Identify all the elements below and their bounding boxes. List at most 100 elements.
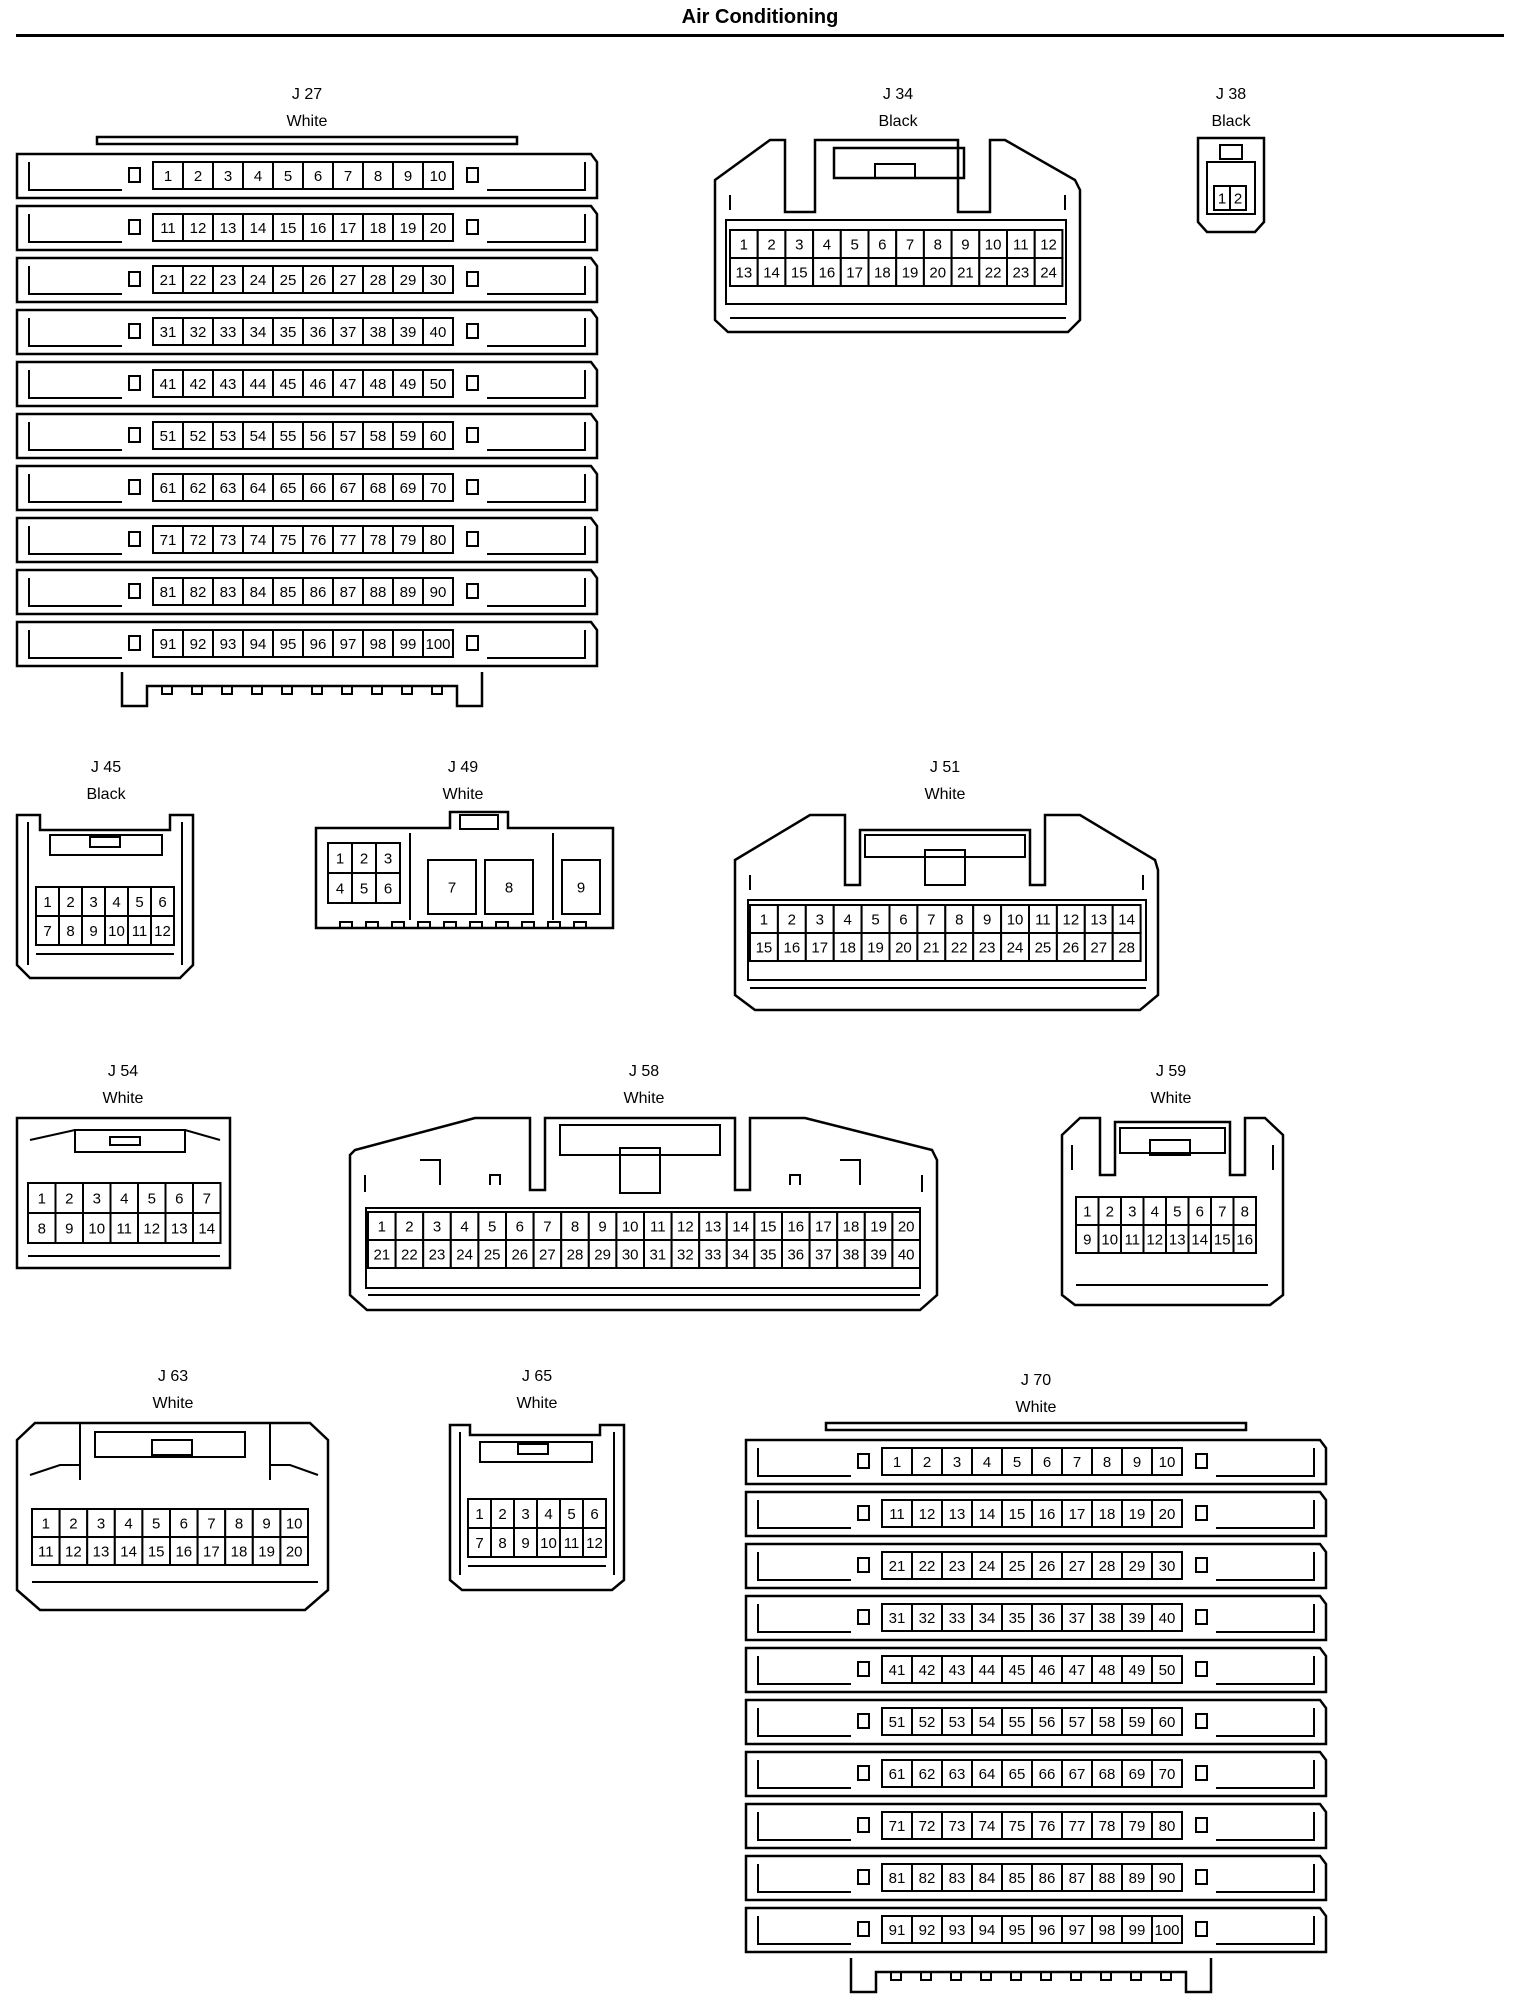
pin-number: 18 xyxy=(874,265,891,282)
lock-tab xyxy=(857,1453,870,1469)
pin-cell xyxy=(911,1811,943,1840)
pin-number: 75 xyxy=(1009,1818,1026,1835)
pin-number: 98 xyxy=(1099,1922,1116,1939)
tier-slot xyxy=(757,1864,851,1893)
housing-outline xyxy=(459,1432,615,1575)
pin-number: 9 xyxy=(89,923,97,940)
pin-cell xyxy=(58,1508,89,1538)
pin-cell xyxy=(182,161,214,190)
tier-slot xyxy=(757,1708,851,1737)
pin-cell xyxy=(776,904,807,934)
pin-number: 63 xyxy=(949,1766,966,1783)
pin-number: 76 xyxy=(310,532,327,549)
pin-number: 100 xyxy=(425,636,450,653)
pin-cell xyxy=(643,1239,673,1269)
pin-number: 14 xyxy=(120,1544,137,1561)
pin-number: 3 xyxy=(953,1454,961,1471)
connector-color-label: Black xyxy=(878,113,918,130)
pin-number: 6 xyxy=(516,1219,524,1236)
foot-tooth xyxy=(391,921,405,929)
connector-color-label: Black xyxy=(1211,113,1251,130)
pin-cell xyxy=(351,842,377,874)
pin-number: 21 xyxy=(373,1247,390,1264)
lock-tab xyxy=(128,375,141,391)
title-rule xyxy=(16,34,1504,37)
tier-slot xyxy=(487,422,586,451)
pin-cell xyxy=(141,1508,171,1538)
pin-cell xyxy=(911,1707,943,1736)
pin-number: 98 xyxy=(370,636,387,653)
pin-number: 3 xyxy=(224,168,232,185)
pin-number: 9 xyxy=(961,237,969,254)
pin-number: 54 xyxy=(250,428,267,445)
pin-cell xyxy=(302,473,334,502)
tier-slot xyxy=(757,1500,851,1529)
tier-slot xyxy=(1216,1812,1315,1841)
pin-number: 12 xyxy=(154,923,171,940)
pin-cell xyxy=(1151,1759,1183,1788)
connector-id-label: J 49 xyxy=(448,759,478,776)
pin-number: 72 xyxy=(919,1818,936,1835)
pin-number: 80 xyxy=(1159,1818,1176,1835)
pin-number: 2 xyxy=(498,1506,506,1523)
pin-cell xyxy=(422,213,454,242)
pin-cell xyxy=(781,1211,811,1241)
pin-number: 16 xyxy=(784,940,801,957)
pin-number: 94 xyxy=(250,636,267,653)
pin-number: 81 xyxy=(160,584,177,601)
pin-number: 27 xyxy=(539,1247,556,1264)
pin-cell xyxy=(729,257,759,287)
pin-cell xyxy=(1061,1759,1093,1788)
pin-number: 21 xyxy=(923,940,940,957)
pin-number: 79 xyxy=(400,532,417,549)
pin-number: 4 xyxy=(112,894,120,911)
pin-number: 10 xyxy=(622,1219,639,1236)
pin-cell xyxy=(1121,1915,1153,1944)
pin-cell xyxy=(272,317,304,346)
pin-cell xyxy=(422,577,454,606)
pin-number: 20 xyxy=(1159,1506,1176,1523)
latch-key xyxy=(619,1147,661,1194)
pin-number: 12 xyxy=(919,1506,936,1523)
pin-number: 34 xyxy=(979,1610,996,1627)
pin-number: 1 xyxy=(378,1219,386,1236)
pin-number: 11 xyxy=(1035,912,1051,929)
bottom-feet xyxy=(849,1958,1213,1994)
latch-key xyxy=(924,849,966,886)
pin-number: 5 xyxy=(871,912,879,929)
lock-tab xyxy=(128,531,141,547)
pin-number: 6 xyxy=(180,1516,188,1533)
pin-number: 1 xyxy=(740,237,748,254)
pin-number: 16 xyxy=(310,220,327,237)
pin-number: 56 xyxy=(1039,1714,1056,1731)
foot-tooth xyxy=(1130,1971,1142,1981)
pin-cell xyxy=(242,421,274,450)
pin-number: 18 xyxy=(843,1219,860,1236)
lock-tab xyxy=(466,427,479,443)
pin-cell xyxy=(332,421,364,450)
connector-color-label: White xyxy=(1016,1399,1057,1416)
pin-number: 16 xyxy=(787,1219,804,1236)
pin-number: 60 xyxy=(1159,1714,1176,1731)
pin-cell xyxy=(332,369,364,398)
pin-number: 10 xyxy=(1159,1454,1176,1471)
housing-outline xyxy=(448,1423,626,1592)
pin-number: 41 xyxy=(889,1662,906,1679)
pin-number: 7 xyxy=(543,1219,551,1236)
pin-number: 67 xyxy=(1069,1766,1086,1783)
pin-number: 78 xyxy=(1099,1818,1116,1835)
tier-slot xyxy=(487,370,586,399)
housing-outline xyxy=(713,138,1082,334)
housing-outline xyxy=(27,822,183,965)
tier-slot xyxy=(1216,1500,1315,1529)
pin-cell xyxy=(302,525,334,554)
connector-color-label: White xyxy=(153,1395,194,1412)
pin-cell xyxy=(881,1603,913,1632)
pin-cell xyxy=(1083,932,1114,962)
housing-outline xyxy=(1060,1116,1285,1307)
pin-number: 8 xyxy=(235,1516,243,1533)
pin-number: 11 xyxy=(1013,237,1029,254)
pin-cell xyxy=(251,1508,282,1538)
